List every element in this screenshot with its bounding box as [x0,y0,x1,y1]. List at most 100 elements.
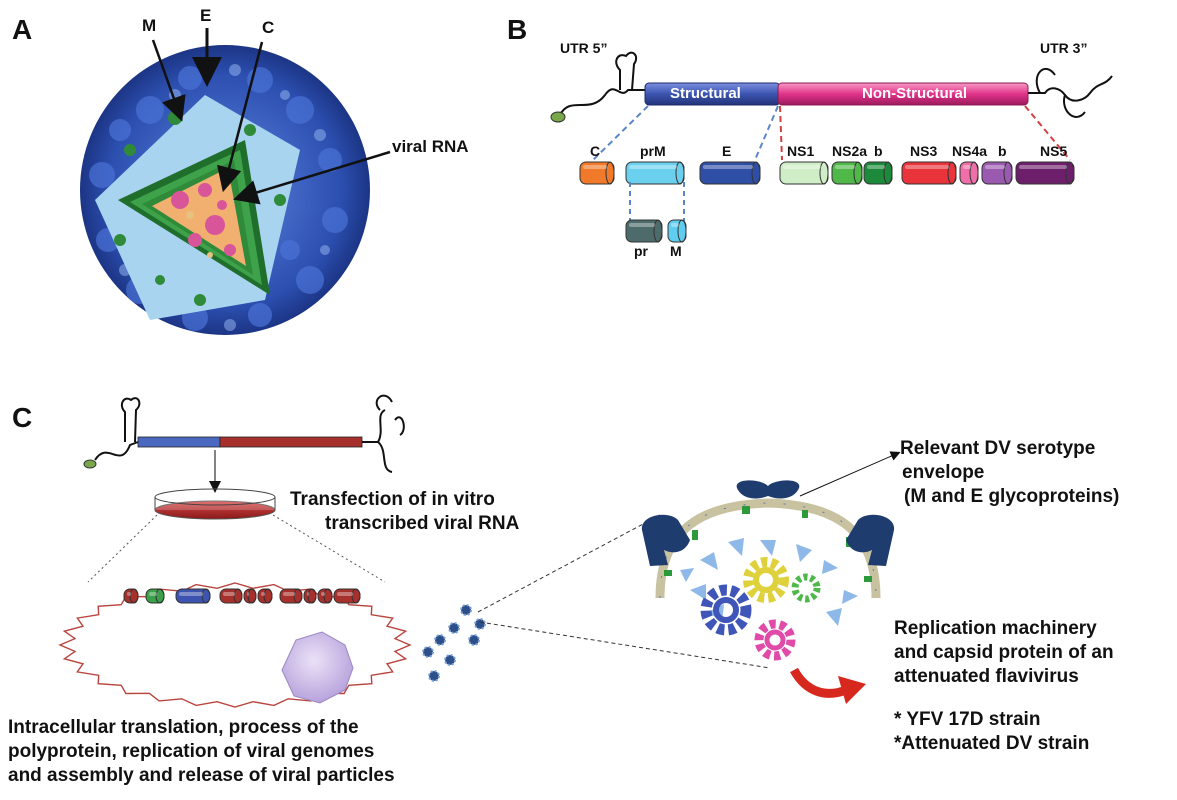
cell-polyprotein-segment-8 [317,588,333,604]
label-utr3: UTR 3” [1040,40,1088,56]
label-envelope-2: envelope [902,462,985,483]
cell-polyprotein-segment-9 [333,588,361,604]
cell-polyprotein-segment-1 [145,588,165,604]
label-transfection-2: transcribed viral RNA [325,513,520,534]
released-virion-2 [448,622,460,634]
host-cell [58,582,412,708]
gene-label-0: C [590,143,601,159]
subgene-label-0: pr [634,243,648,259]
cell-polyprotein-segment-0 [123,588,139,604]
label-structural: Structural [670,85,741,102]
connector-ns-right [1024,105,1071,161]
gene-ns4a-7 [959,161,979,185]
zoom-line-lower [479,621,771,669]
arrow-m [151,39,186,122]
gene-b-8 [981,161,1013,185]
viral-rna-blobs [171,183,236,256]
connector-ns-left [779,105,783,161]
gene-label-2: E [722,143,732,159]
panel-c-genome [83,394,405,473]
label-envelope-1: Relevant DV serotype [900,438,1096,459]
sub-gene-cylinders [625,219,687,243]
connector-structural-right [754,105,779,161]
gene-label-5: b [874,143,883,159]
gene-prm-1 [625,161,685,185]
label-replication-3: attenuated flavivirus [894,666,1079,687]
label-replication-1: Replication machinery [894,618,1097,639]
cell-polyprotein [123,588,361,604]
subgene-label-1: M [670,243,682,259]
gene-label-9: NS5 [1040,143,1068,159]
connector-structural-left [592,105,649,161]
cell-polyprotein-segment-7 [303,588,317,604]
gene-ns1-3 [779,161,829,185]
released-virions [422,604,486,682]
zoom-line-right [272,514,386,583]
label-intracellular-1: Intracellular translation, process of th… [8,717,359,738]
panel-letter-b: B [507,14,528,45]
label-nonstructural: Non-Structural [862,85,967,102]
genome-map [550,51,1113,243]
virion-illustration [80,45,370,335]
utr5-tail [559,88,645,116]
utr5-stemloop [615,51,638,91]
label-m: M [142,16,157,35]
subgene-pr [625,219,663,243]
released-virion-5 [422,646,434,658]
gene-ns5-9 [1015,161,1075,185]
gene-b-5 [863,161,893,185]
gene-label-4: NS2a [832,143,868,159]
cell-polyprotein-segment-4 [243,588,257,604]
red-curved-arrow [790,667,866,704]
replication-gears [700,557,821,661]
arrow-envelope [799,451,901,497]
arrow-c [217,41,264,193]
gene-c-0 [579,161,615,185]
panel-letter-a: A [12,14,33,45]
gene-ns3-6 [901,161,957,185]
cell-polyprotein-segment-6 [279,588,303,604]
released-virion-7 [428,670,440,682]
arrow-viral-rna [233,150,391,205]
label-transfection-1: Transfection of in vitro [290,489,495,510]
panel-letter-c: C [12,402,33,433]
released-virion-6 [444,654,456,666]
capsid-fragments [680,538,858,626]
utr3-stemloops [1035,67,1086,118]
subgene-m [667,219,687,243]
gene-label-8: b [998,143,1007,159]
label-strain-1: * YFV 17D strain [894,709,1041,730]
gene-label-7: NS4a [952,143,988,159]
gene-ns2a-4 [831,161,863,185]
label-e: E [200,6,212,25]
label-viral-rna: viral RNA [392,137,469,156]
gene-label-6: NS3 [910,143,938,159]
released-virion-0 [460,604,472,616]
label-strain-2: *Attenuated DV strain [894,733,1090,754]
petri-dish [154,488,276,520]
cap-structure [550,111,566,123]
zoom-line-upper [477,514,661,613]
chimeric-virion-section [641,480,895,661]
label-intracellular-3: and assembly and release of viral partic… [8,765,395,786]
zoom-line-left [87,514,158,583]
released-virion-4 [434,634,446,646]
gene-cylinders [579,161,1075,185]
e-glycoproteins [641,480,895,566]
gene-e-2 [699,161,761,185]
released-virion-1 [474,618,486,630]
released-virion-3 [468,634,480,646]
gene-label-3: NS1 [787,143,815,159]
utr3-tail [1028,75,1113,102]
cell-polyprotein-segment-3 [219,588,243,604]
label-utr5: UTR 5” [560,40,608,56]
label-c: C [262,18,275,37]
label-replication-2: and capsid protein of an [894,642,1114,663]
cell-polyprotein-segment-2 [175,588,211,604]
cell-polyprotein-segment-5 [257,588,273,604]
label-intracellular-2: polyprotein, replication of viral genome… [8,741,375,762]
gene-label-1: prM [640,143,666,159]
label-envelope-3: (M and E glycoproteins) [904,486,1120,507]
nucleus [281,631,354,704]
